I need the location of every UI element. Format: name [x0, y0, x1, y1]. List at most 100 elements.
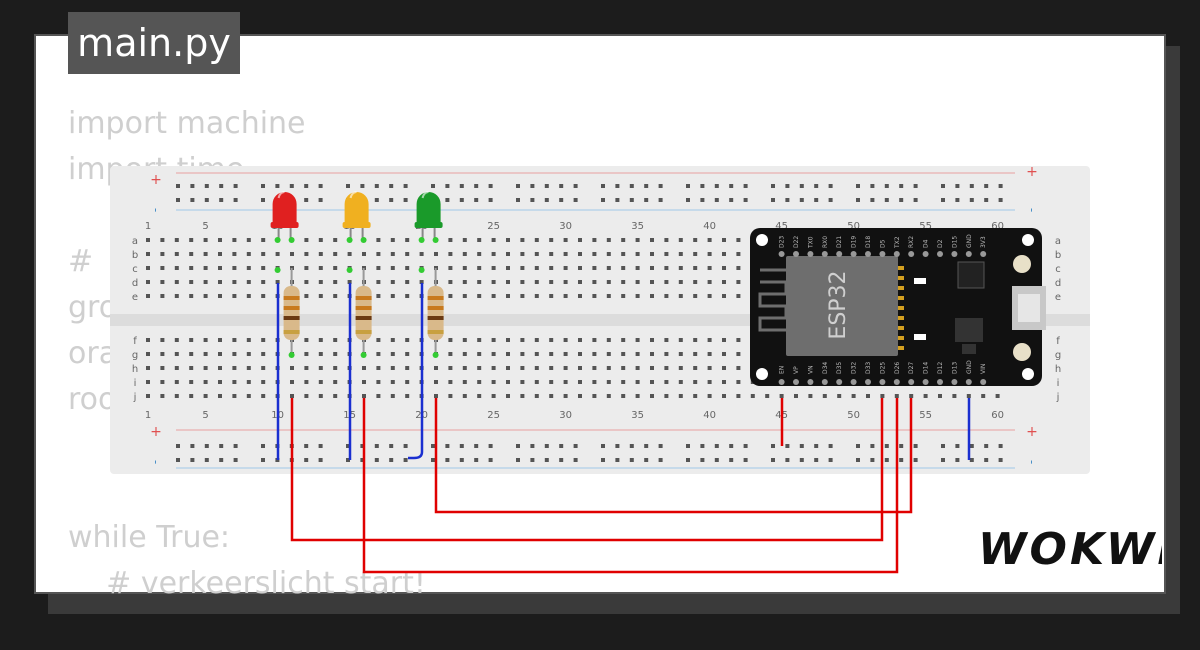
rail-hole	[389, 184, 394, 188]
hole	[318, 252, 323, 256]
header-pin	[850, 251, 857, 257]
hole	[203, 366, 208, 370]
hole	[448, 266, 453, 270]
hole	[261, 252, 266, 256]
pin-label: D15	[951, 236, 958, 248]
hole	[448, 338, 453, 342]
rail-hole	[955, 444, 960, 448]
row-letter: d	[1055, 278, 1061, 289]
hole	[405, 238, 410, 242]
hole	[520, 266, 525, 270]
rail-hole	[743, 458, 748, 462]
rail-hole	[785, 184, 790, 188]
rail-hole	[856, 198, 860, 202]
module-pin	[898, 346, 904, 350]
row-letter: h	[1055, 364, 1061, 375]
usb-port-inner	[1018, 294, 1040, 322]
hole	[203, 266, 208, 270]
column-number: 35	[631, 410, 644, 421]
hole	[506, 380, 510, 384]
wire-signal	[362, 398, 899, 574]
rail-hole	[190, 458, 195, 462]
hole	[405, 266, 410, 270]
module-pin	[898, 276, 904, 280]
hole	[678, 266, 683, 270]
pin-label: EN	[779, 366, 786, 374]
hole	[189, 394, 194, 398]
hole	[232, 238, 237, 242]
code-line: # verkeerslicht start!	[68, 566, 426, 601]
hole	[448, 352, 453, 356]
pin-label: D35	[836, 362, 843, 374]
hole	[506, 280, 510, 284]
rail-hole	[233, 444, 238, 448]
hole	[218, 238, 222, 242]
rail-hole	[828, 198, 833, 202]
hole	[606, 352, 611, 356]
rail-hole	[700, 444, 705, 448]
hole	[203, 394, 208, 398]
hole	[174, 238, 179, 242]
hole	[650, 352, 654, 356]
hole	[736, 294, 741, 298]
hole	[477, 266, 482, 270]
pin-label: D14	[923, 362, 930, 374]
pin-highlight	[288, 352, 295, 358]
rail-hole	[559, 184, 564, 188]
rail-hole	[601, 458, 605, 462]
header-pin	[937, 251, 943, 257]
hole	[650, 266, 654, 270]
hole	[290, 380, 294, 384]
hole	[174, 294, 179, 298]
hole	[491, 366, 496, 370]
hole	[592, 380, 597, 384]
rail-hole	[346, 444, 350, 448]
column-number: 30	[559, 221, 572, 232]
pin-label: D25	[879, 362, 886, 374]
resistor	[427, 268, 444, 358]
hole	[347, 280, 352, 284]
rail-hole	[629, 444, 634, 448]
boot-button	[1013, 255, 1031, 273]
hole	[333, 280, 338, 284]
rail-hole	[913, 184, 918, 188]
rail-hole	[219, 184, 224, 188]
rail-hole	[870, 184, 875, 188]
hole	[592, 266, 597, 270]
hole	[203, 380, 208, 384]
hole	[174, 280, 179, 284]
header-pin	[821, 379, 828, 385]
hole	[650, 252, 654, 256]
hole	[477, 352, 482, 356]
hole	[405, 352, 410, 356]
hole	[333, 352, 338, 356]
rail-hole	[984, 444, 989, 448]
hole	[419, 280, 424, 284]
hole	[246, 380, 251, 384]
rail-hole	[530, 458, 535, 462]
rail-hole	[615, 198, 620, 202]
rail-hole	[700, 184, 705, 188]
hole	[722, 252, 726, 256]
hole	[376, 338, 381, 342]
pin-label: TX0	[807, 236, 814, 249]
led-smd	[914, 334, 926, 340]
rail-hole	[814, 444, 819, 448]
hole	[678, 280, 683, 284]
rail-hole	[629, 198, 634, 202]
row-letter: j	[1056, 392, 1060, 403]
hole	[578, 380, 582, 384]
hole	[390, 280, 395, 284]
hole	[563, 338, 568, 342]
hole	[966, 394, 971, 398]
hole	[549, 366, 554, 370]
rail-hole	[899, 198, 904, 202]
en-button	[1013, 343, 1031, 361]
pin-label: VIN	[980, 364, 987, 374]
resistor-band	[427, 306, 444, 310]
hole	[693, 352, 698, 356]
hole	[376, 238, 381, 242]
module-pin	[898, 306, 904, 310]
hole	[477, 294, 482, 298]
column-number: 1	[145, 410, 151, 421]
